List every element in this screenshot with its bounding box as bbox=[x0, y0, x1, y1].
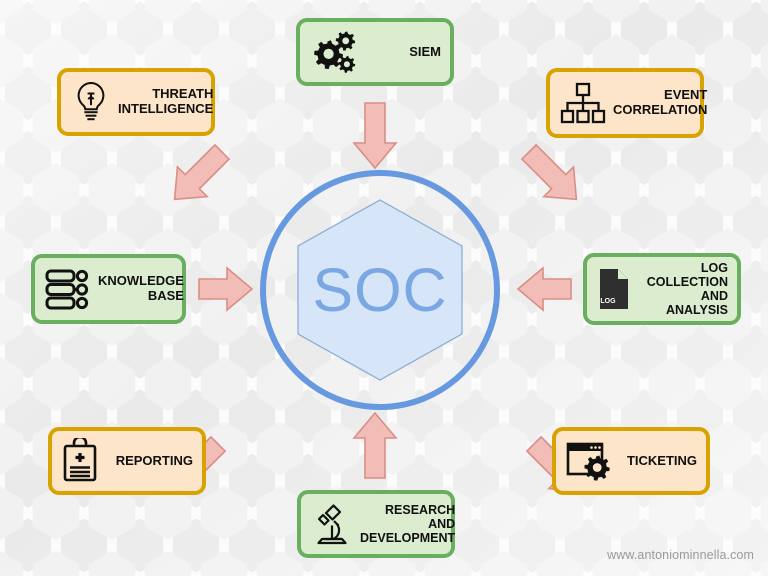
node-reporting[interactable]: REPORTING bbox=[48, 427, 206, 495]
soc-hexagon bbox=[297, 199, 463, 381]
arrow-knowledge-to-soc bbox=[198, 266, 254, 312]
node-threat-intelligence-label: THREATH INTELLIGENCE bbox=[118, 86, 214, 116]
database-icon bbox=[44, 267, 92, 311]
node-threat-intelligence[interactable]: THREATH INTELLIGENCE bbox=[57, 68, 215, 136]
arrow-event-to-soc bbox=[520, 143, 578, 201]
svg-text:LOG: LOG bbox=[600, 298, 616, 305]
node-event-correlation[interactable]: EVENT CORRELATION bbox=[546, 68, 708, 138]
lightbulb-icon bbox=[70, 79, 112, 125]
node-knowledge-base[interactable]: KNOWLEDGE BASE bbox=[31, 254, 186, 324]
node-reporting-label: REPORTING bbox=[115, 452, 193, 468]
node-knowledge-base-label: KNOWLEDGE BASE bbox=[98, 273, 184, 303]
arrow-rnd-to-soc bbox=[352, 411, 398, 479]
watermark: www.antoniominnella.com bbox=[607, 548, 754, 562]
soc-center-node[interactable]: SOC bbox=[260, 170, 500, 410]
gears-icon bbox=[309, 29, 359, 75]
node-siem-label: SIEM bbox=[409, 43, 441, 59]
arrow-siem-to-soc bbox=[352, 102, 398, 170]
node-ticketing[interactable]: TICKETING bbox=[552, 427, 710, 495]
node-event-correlation-label: EVENT CORRELATION bbox=[613, 87, 708, 117]
soc-label: SOC bbox=[312, 256, 448, 324]
node-log-collection-and-analysis-label: LOG COLLECTION AND ANALYSIS bbox=[646, 260, 728, 318]
log-document-icon: LOG bbox=[596, 266, 632, 312]
node-siem[interactable]: SIEM bbox=[296, 18, 454, 86]
soc-circle-ring bbox=[260, 170, 500, 410]
arrow-threat-to-soc bbox=[173, 143, 231, 201]
node-ticketing-label: TICKETING bbox=[626, 452, 697, 468]
node-log-collection-and-analysis[interactable]: LOG LOG COLLECTION AND ANALYSIS bbox=[583, 253, 741, 325]
hierarchy-icon bbox=[559, 81, 607, 125]
window-gear-icon bbox=[565, 440, 613, 482]
node-research-and-development-label: RESEARCH AND DEVELOPMENT bbox=[360, 502, 456, 546]
microscope-icon bbox=[310, 501, 354, 547]
clipboard-report-icon bbox=[61, 438, 99, 484]
arrow-log-to-soc bbox=[516, 266, 572, 312]
node-research-and-development[interactable]: RESEARCH AND DEVELOPMENT bbox=[297, 490, 455, 558]
